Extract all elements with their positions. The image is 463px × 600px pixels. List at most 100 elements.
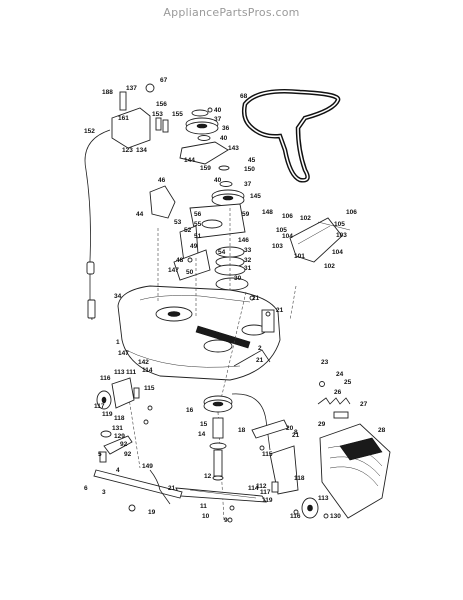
part-number-label: 123 <box>122 147 133 154</box>
part-number-label: 146 <box>238 237 249 244</box>
part-number-label: 119 <box>102 411 113 418</box>
deck-bracket-left <box>173 225 211 281</box>
part-number-label: 137 <box>126 85 137 92</box>
part-number-label: 27 <box>360 401 368 408</box>
part-number-label: 117 <box>94 403 105 410</box>
part-number-label: 9 <box>224 517 228 524</box>
part-number-label: 26 <box>334 389 342 396</box>
spindle-assembly <box>189 203 249 300</box>
part-number-label: 5 <box>98 451 102 458</box>
part-number-label: 37 <box>244 181 252 188</box>
part-number-label: 2 <box>258 345 262 352</box>
part-number-label: 4 <box>116 467 120 474</box>
part-number-label: 18 <box>238 427 246 434</box>
pulley-bracket <box>179 141 229 165</box>
drive-belt <box>241 89 341 183</box>
control-cable <box>84 129 111 321</box>
part-number-label: 52 <box>184 227 192 234</box>
part-number-label: 159 <box>200 165 211 172</box>
rear-lift-link <box>231 393 289 451</box>
part-number-label: 32 <box>244 257 252 264</box>
part-number-label: 55 <box>194 221 202 228</box>
part-number-label: 19 <box>148 509 156 516</box>
gauge-wheel-left-upper <box>96 377 140 410</box>
part-number-label: 102 <box>300 215 311 222</box>
center-pulley <box>211 165 245 207</box>
part-number-label: 134 <box>136 147 147 154</box>
part-number-label: 114 <box>142 367 153 374</box>
part-number-label: 6 <box>84 485 88 492</box>
part-number-label: 46 <box>158 177 166 184</box>
part-number-label: 34 <box>114 293 122 300</box>
part-number-label: 103 <box>336 232 347 239</box>
mandrel-cover-bracket <box>149 185 176 219</box>
hardware-fasteners <box>143 107 329 523</box>
part-number-label: 148 <box>262 209 273 216</box>
part-number-label: 30 <box>234 275 242 282</box>
part-number-label: 10 <box>202 513 210 520</box>
alignment-lines <box>127 228 297 521</box>
part-number-label: 188 <box>102 89 113 96</box>
part-number-label: 92 <box>120 441 128 448</box>
part-number-label: 101 <box>294 253 305 260</box>
part-number-label: 104 <box>282 233 293 240</box>
part-number-label: 21 <box>168 485 176 492</box>
part-number-label: 16 <box>186 407 194 414</box>
part-number-label: 129 <box>114 433 125 440</box>
idler-bracket-assembly <box>111 83 169 149</box>
part-number-label: 3 <box>102 489 106 496</box>
part-number-label: 33 <box>244 247 252 254</box>
part-number-label: 147 <box>118 350 129 357</box>
blade-spindle-pulley <box>203 395 233 481</box>
part-number-label: 14 <box>198 431 206 438</box>
part-number-label: 15 <box>200 421 208 428</box>
part-number-label: 53 <box>174 219 182 226</box>
part-number-label: 118 <box>114 415 125 422</box>
part-number-label: 45 <box>248 157 256 164</box>
part-number-label: 155 <box>172 111 183 118</box>
part-number-label: 143 <box>228 145 239 152</box>
part-number-label: 149 <box>142 463 153 470</box>
part-number-label: 118 <box>294 475 305 482</box>
part-number-label: 48 <box>176 257 184 264</box>
watermark: AppliancePartsPros.com <box>163 6 300 19</box>
front-linkage-left <box>93 430 183 512</box>
part-number-label: 106 <box>282 213 293 220</box>
part-number-label: 44 <box>136 211 144 218</box>
part-number-label: 161 <box>118 115 129 122</box>
part-number-label: 28 <box>378 427 386 434</box>
part-number-label: 40 <box>214 107 222 114</box>
part-number-label: 37 <box>214 116 222 123</box>
part-number-label: 150 <box>244 166 255 173</box>
mower-deck-housing <box>117 285 281 381</box>
part-number-label: 54 <box>218 249 226 256</box>
part-number-label: 142 <box>138 359 149 366</box>
part-number-label: 20 <box>286 425 294 432</box>
part-number-label: 113 <box>114 369 125 376</box>
part-number-label: 147 <box>168 267 179 274</box>
discharge-chute <box>319 423 391 519</box>
part-number-label: 130 <box>330 513 341 520</box>
part-number-label: 21 <box>292 432 300 439</box>
part-number-label: 105 <box>276 227 287 234</box>
part-number-label: 21 <box>252 295 260 302</box>
part-number-label: 8 <box>294 429 298 436</box>
part-number-label: 114 <box>248 485 259 492</box>
gauge-wheel-right <box>269 445 319 519</box>
part-number-label: 131 <box>112 425 123 432</box>
part-number-label: 117 <box>260 489 271 496</box>
part-number-label: 92 <box>124 451 132 458</box>
part-number-label: 104 <box>332 249 343 256</box>
part-number-label: 49 <box>190 243 198 250</box>
part-number-label: 68 <box>240 93 248 100</box>
discharge-deflector <box>289 217 351 263</box>
part-number-label: 145 <box>250 193 261 200</box>
part-number-label: 25 <box>344 379 352 386</box>
upper-idler-pulley <box>185 109 219 141</box>
part-number-label: 105 <box>334 221 345 228</box>
part-number-label: 21 <box>276 307 284 314</box>
part-number-label: 1 <box>116 339 120 346</box>
part-number-label: 115 <box>262 451 273 458</box>
